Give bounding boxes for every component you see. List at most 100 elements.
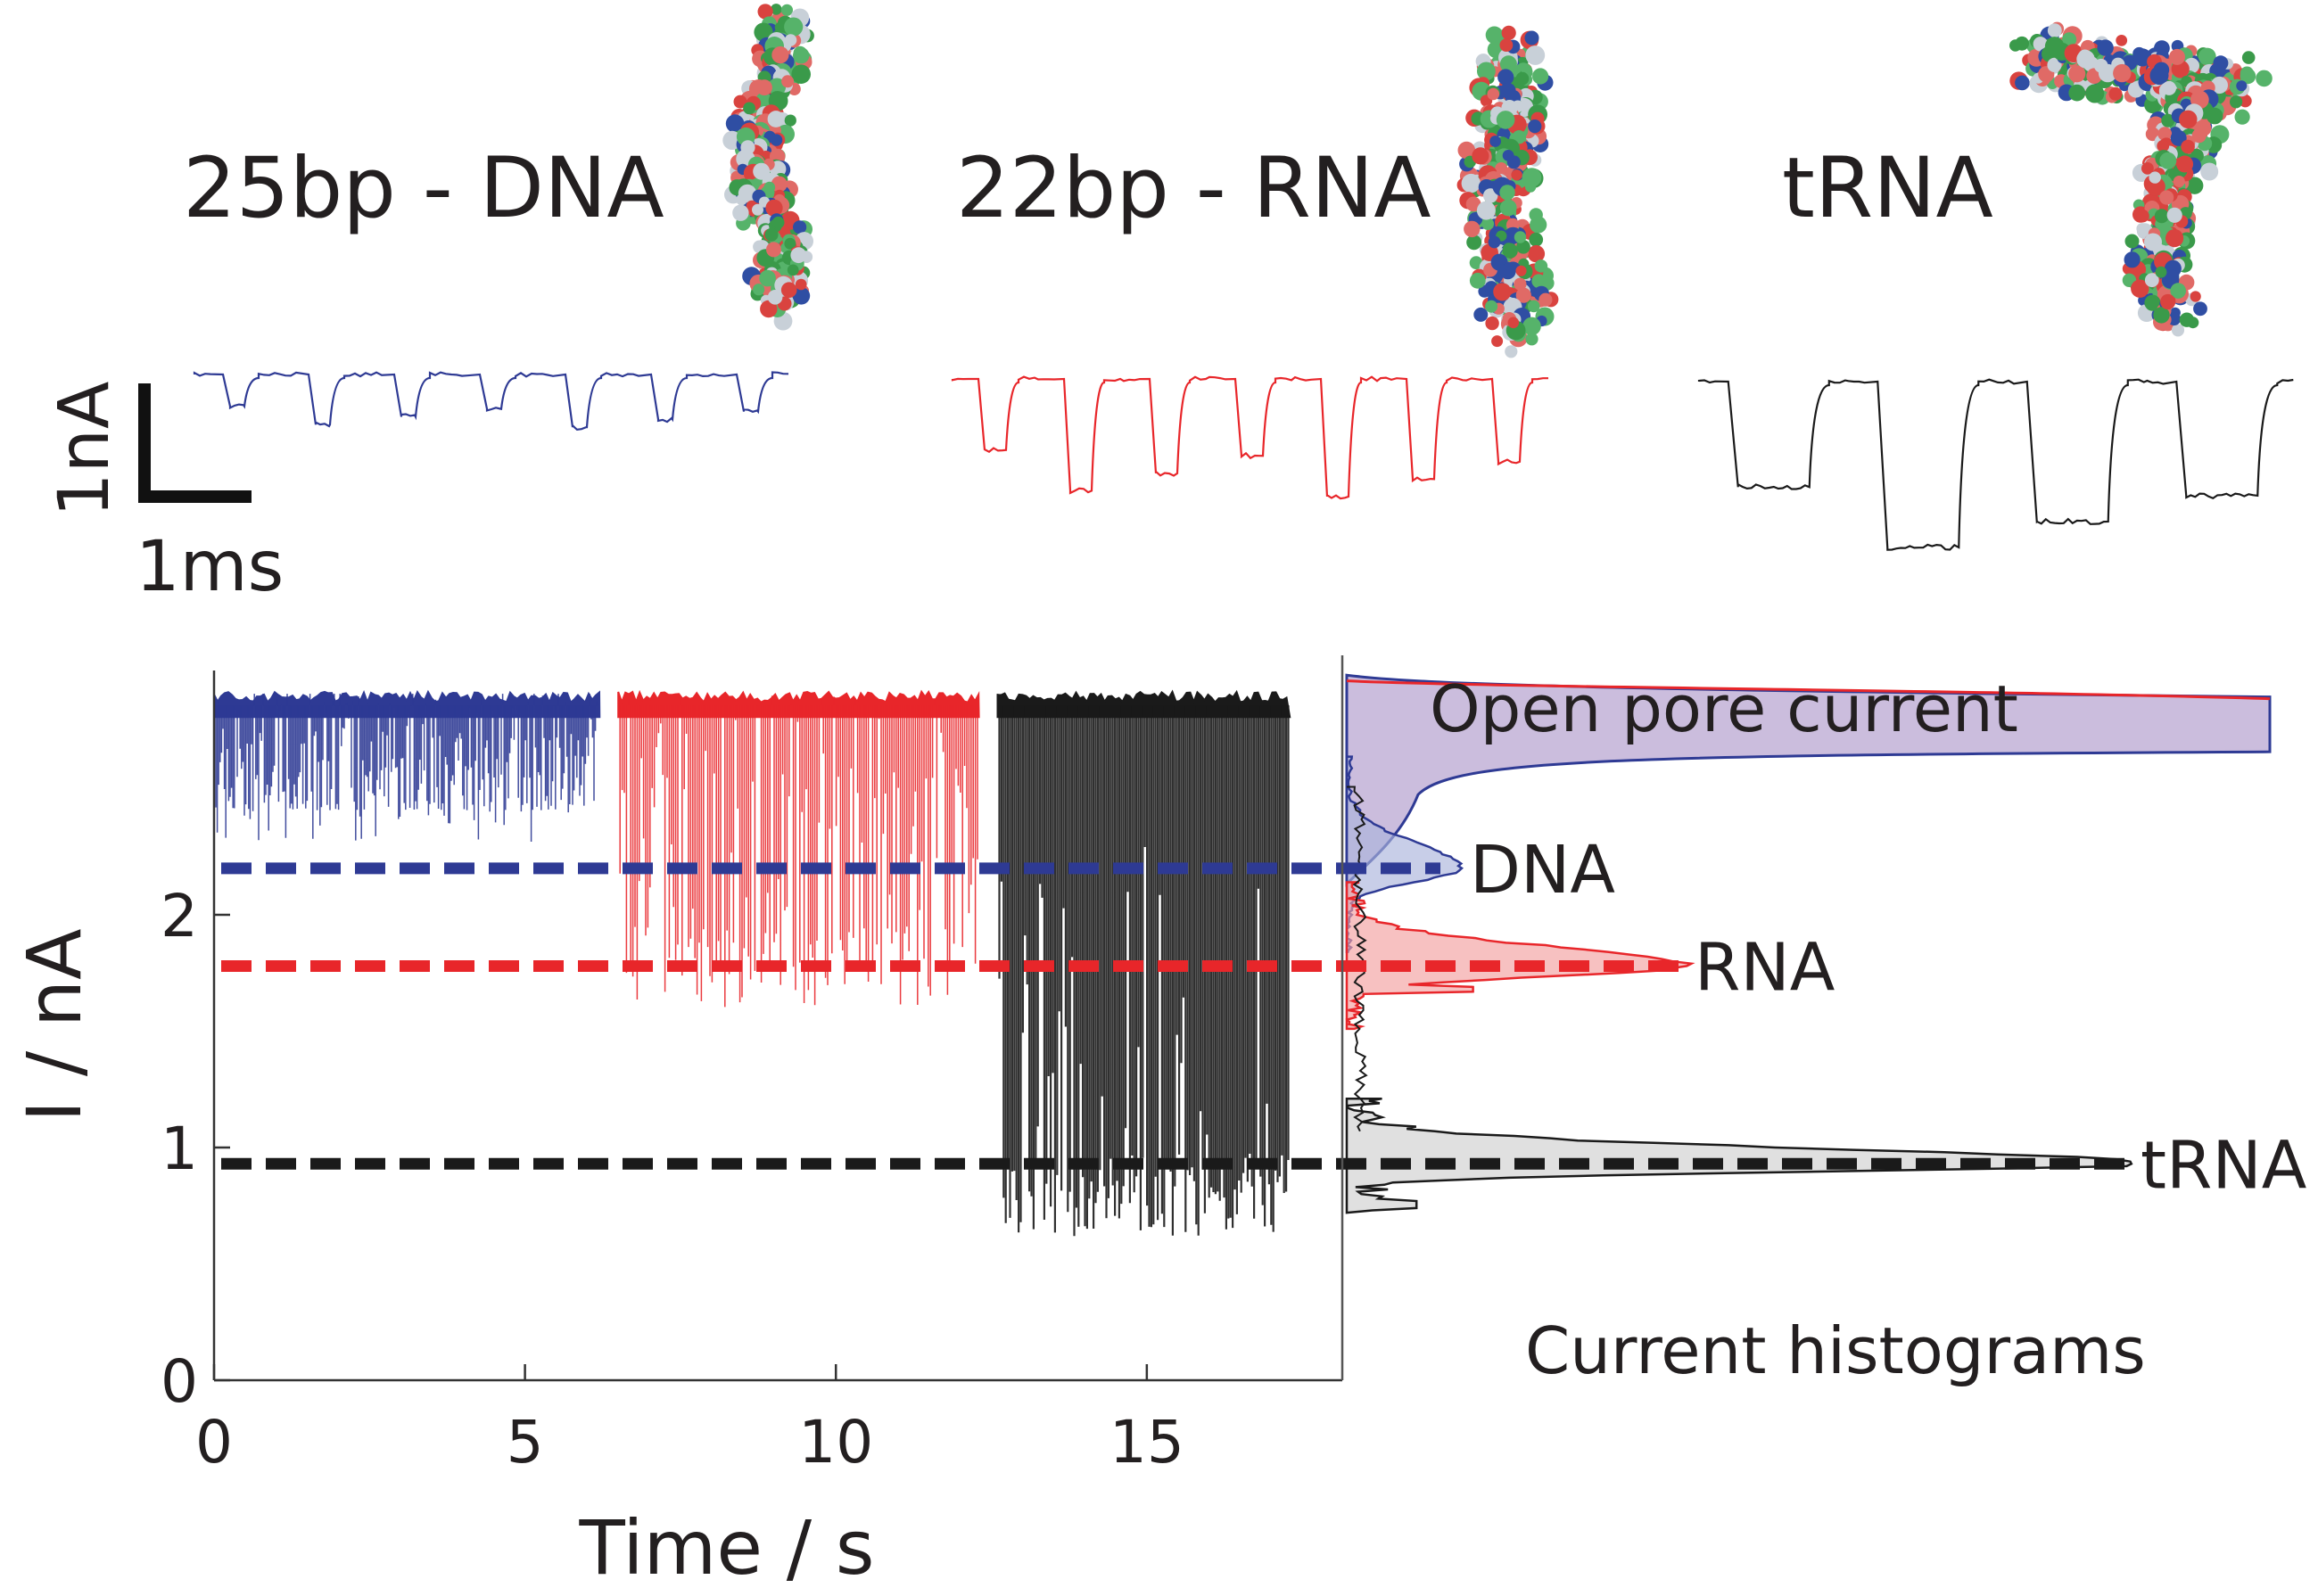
atom-sphere [2015, 75, 2030, 91]
atom-sphere [1514, 231, 1527, 243]
atom-sphere [2124, 251, 2141, 268]
atom-sphere [2170, 283, 2186, 299]
atom-sphere [1502, 150, 1514, 161]
atom-sphere [1505, 345, 1518, 358]
atom-sphere [2078, 49, 2092, 63]
atom-sphere [787, 264, 799, 276]
atom-sphere [1538, 292, 1553, 307]
atom-sphere [791, 64, 811, 84]
atom-sphere [2159, 152, 2177, 169]
atom-sphere [2108, 86, 2123, 101]
atom-sphere [2176, 155, 2194, 173]
atom-sphere [1499, 263, 1516, 280]
series-open-band [617, 689, 980, 719]
atom-sphere [2144, 233, 2162, 251]
atom-sphere [2171, 324, 2185, 337]
atom-sphere [2068, 84, 2086, 102]
atom-sphere [1515, 287, 1531, 303]
atom-sphere [1476, 201, 1496, 220]
atom-sphere [1493, 283, 1512, 301]
histogram-tail [1346, 786, 1368, 1132]
dna-structure-image [722, 4, 814, 331]
atom-sphere [2239, 95, 2252, 108]
atom-sphere [1499, 38, 1514, 52]
series-rna [617, 689, 980, 1008]
atom-sphere [764, 227, 779, 242]
peak-label-trna: tRNA [2141, 1127, 2307, 1204]
atom-sphere [2186, 177, 2204, 194]
atom-sphere [1488, 235, 1501, 249]
event-traces [193, 371, 2294, 551]
y-tick-label: 0 [161, 1347, 198, 1416]
atom-sphere [2062, 32, 2077, 47]
atom-sphere [2200, 162, 2219, 181]
atom-sphere [1527, 245, 1546, 263]
atom-sphere [752, 203, 763, 216]
atom-sphere [771, 46, 789, 64]
series-open-band [213, 689, 601, 719]
atom-sphere [2161, 113, 2175, 128]
atom-sphere [1487, 87, 1500, 101]
atom-sphere [1497, 69, 1514, 86]
histogram-peak-rna [1345, 881, 1695, 1031]
atom-sphere [1496, 111, 1515, 129]
atom-sphere [1483, 188, 1498, 203]
atom-sphere [733, 95, 747, 109]
current-histograms [1345, 673, 2272, 1214]
atom-sphere [759, 269, 776, 287]
atom-sphere [1481, 218, 1495, 230]
x-tick-label: 5 [507, 1408, 544, 1477]
scale-bar-time-label: 1ms [136, 527, 284, 607]
atom-sphere [1472, 147, 1489, 165]
level-lines [221, 862, 2127, 1170]
atom-sphere [1515, 265, 1527, 276]
atom-sphere [780, 282, 797, 299]
open-pore-label: Open pore current [1430, 671, 2018, 746]
atom-sphere [2113, 63, 2132, 83]
atom-sphere [1514, 277, 1527, 291]
atom-sphere [771, 176, 788, 193]
atom-sphere [2047, 23, 2062, 38]
atom-sphere [2160, 293, 2176, 310]
series-blockade-spikes [619, 695, 978, 1008]
atom-sphere [1499, 185, 1515, 201]
atom-sphere [2033, 37, 2048, 52]
atom-sphere [1524, 30, 1539, 45]
atom-sphere [2153, 307, 2170, 324]
atom-sphere [771, 216, 785, 229]
scale-bar: 1nA 1ms [45, 382, 284, 607]
atom-sphere [793, 45, 807, 61]
atom-sphere [1502, 243, 1518, 259]
series-dna [213, 689, 601, 842]
atom-sphere [2256, 70, 2273, 87]
atom-sphere [2154, 209, 2169, 224]
x-axis-label: Time / s [578, 1504, 874, 1592]
atom-sphere [2149, 66, 2169, 86]
atom-sphere [2141, 162, 2154, 175]
open-pore-histogram-edge [1346, 679, 2271, 701]
atom-sphere [732, 204, 749, 221]
atom-sphere [2179, 110, 2198, 128]
atom-sphere [757, 4, 773, 20]
atom-sphere [2230, 95, 2243, 109]
atom-sphere [790, 247, 807, 264]
atom-sphere [1516, 240, 1530, 254]
atom-sphere [1491, 335, 1504, 348]
atom-sphere [1525, 181, 1537, 193]
atom-sphere [1457, 141, 1476, 160]
atom-sphere [795, 278, 807, 291]
atom-sphere [2234, 109, 2250, 125]
event-trace-bpdna [193, 371, 789, 432]
atom-sphere [763, 181, 776, 193]
atom-sphere [1485, 26, 1504, 45]
atom-sphere [2198, 47, 2216, 66]
rna-structure-image [1456, 25, 1559, 358]
atom-sphere [753, 284, 765, 296]
atom-sphere [771, 4, 782, 15]
atom-sphere [2097, 39, 2114, 56]
atom-sphere [2165, 229, 2184, 248]
atom-sphere [1532, 68, 1549, 85]
atom-sphere [768, 78, 787, 96]
event-trace-trna [1697, 378, 2294, 551]
